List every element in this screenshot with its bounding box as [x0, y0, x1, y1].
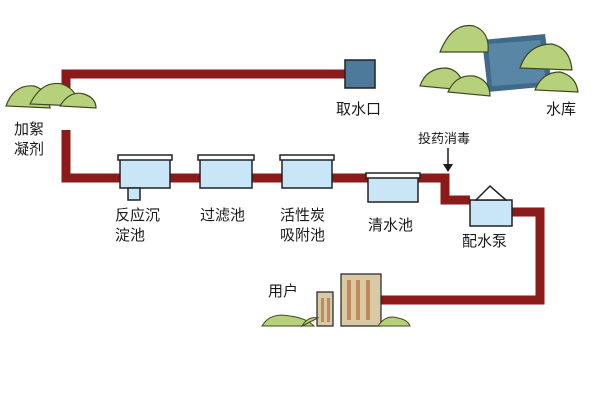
label-intake: 取水口 [336, 100, 382, 118]
label-filter: 过滤池 [200, 206, 246, 224]
tree-icon [261, 314, 411, 328]
tree-icon [5, 82, 97, 109]
tank-icon [197, 154, 255, 189]
label-users: 用户 [268, 282, 299, 300]
tank-icon [279, 154, 335, 189]
arrow-icon [443, 148, 453, 172]
intake-icon [344, 59, 376, 89]
building-icon [316, 273, 382, 327]
label-carbon-line2: 吸附池 [280, 226, 326, 244]
tank-icon [117, 154, 173, 201]
label-pump: 配水泵 [462, 232, 508, 250]
label-disinfection: 投药消毒 [418, 132, 471, 147]
label-sedimentation-line2: 淀池 [115, 226, 146, 244]
label-reservoir: 水库 [546, 100, 577, 118]
tree-icon [419, 24, 579, 97]
label-sedimentation-line1: 反应沉 [115, 206, 161, 224]
pipe-coagulant-to-tanks [61, 130, 120, 183]
label-carbon-line1: 活性炭 [280, 206, 326, 224]
pump-house-icon [469, 184, 513, 227]
label-clear-water: 清水池 [368, 216, 414, 234]
pipe-intake-to-coagulant [61, 69, 345, 95]
label-coagulant-line2: 凝剂 [14, 140, 45, 158]
pipe-pump-to-users [378, 207, 545, 305]
tank-icon [365, 172, 421, 203]
label-coagulant-line1: 加絮 [14, 120, 45, 138]
